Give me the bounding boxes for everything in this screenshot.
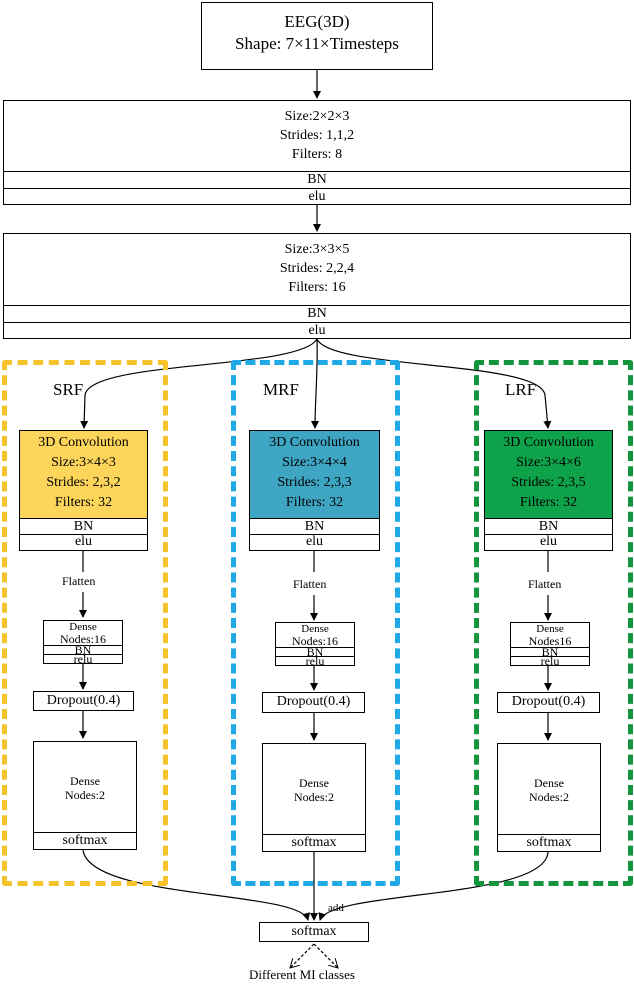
lrf-dense2-info: Dense Nodes:2 (498, 744, 600, 834)
conv2-elu: elu (4, 322, 630, 339)
mrf-dense1-bn: BN (276, 646, 354, 658)
lrf-conv-elu: elu (485, 534, 612, 550)
conv1-size: Size:2×2×3 (284, 109, 350, 124)
lrf-dense2-block: Dense Nodes:2 softmax (497, 743, 601, 852)
conv2-block: Size:3×3×5 Strides: 2,2,4 Filters: 16 BN… (3, 233, 631, 339)
lrf-label: LRF (505, 380, 537, 399)
srf-conv-title: 3D Convolution (38, 435, 129, 450)
srf-conv-block: 3D Convolution Size:3×4×3 Strides: 2,3,2… (19, 430, 148, 551)
lrf-conv-filters: Filters: 32 (519, 495, 578, 510)
lrf-dense1-info: Dense Nodes16 (511, 623, 589, 648)
conv2-filters: Filters: 16 (288, 280, 346, 295)
mrf-dense1-block: Dense Nodes:16 BN relu (275, 622, 355, 667)
lrf-dense2-title: Dense (534, 776, 564, 790)
conv1-elu: elu (4, 188, 630, 205)
srf-dense1-relu: relu (44, 653, 122, 665)
srf-dense1-bn: BN (44, 644, 122, 656)
srf-dense2-info: Dense Nodes:2 (34, 742, 136, 832)
conv1-strides: Strides: 1,1,2 (279, 128, 355, 143)
mrf-conv-params: 3D Convolution Size:3×4×4 Strides: 2,3,3… (250, 431, 379, 518)
srf-dense2-block: Dense Nodes:2 softmax (33, 741, 137, 850)
mrf-dropout-box: Dropout(0.4) (262, 692, 365, 713)
srf-conv-strides: Strides: 2,3,2 (46, 475, 121, 490)
mrf-dense2-softmax: softmax (263, 834, 365, 852)
conv1-block: Size:2×2×3 Strides: 1,1,2 Filters: 8 BN … (3, 100, 631, 205)
mrf-dense1-nodes: Nodes:16 (292, 634, 338, 648)
mrf-conv-title: 3D Convolution (269, 435, 360, 450)
arrow-output-left (290, 943, 315, 968)
lrf-dense2-nodes: Nodes:2 (529, 790, 569, 804)
lrf-dense1-relu: relu (511, 655, 589, 667)
srf-conv-params: 3D Convolution Size:3×4×3 Strides: 2,3,2… (20, 431, 147, 518)
mrf-dense2-nodes: Nodes:2 (294, 790, 334, 804)
conv1-params: Size:2×2×3 Strides: 1,1,2 Filters: 8 (4, 101, 630, 171)
mrf-conv-block: 3D Convolution Size:3×4×4 Strides: 2,3,3… (249, 430, 380, 551)
mrf-conv-strides: Strides: 2,3,3 (277, 475, 352, 490)
lrf-dense2-softmax: softmax (498, 834, 600, 852)
srf-conv-bn: BN (20, 518, 147, 534)
srf-dense1-info: Dense Nodes:16 (44, 621, 122, 646)
mrf-conv-size: Size:3×4×4 (282, 455, 347, 470)
srf-dense1-title: Dense (69, 621, 97, 633)
mrf-dense1-info: Dense Nodes:16 (276, 623, 354, 648)
lrf-conv-block: 3D Convolution Size:3×4×6 Strides: 2,3,5… (484, 430, 613, 551)
srf-dense2-title: Dense (70, 774, 100, 788)
output-classes-label: Different MI classes (249, 967, 355, 982)
mrf-dense1-title: Dense (301, 623, 329, 635)
srf-conv-size: Size:3×4×3 (51, 455, 116, 470)
srf-dense1-block: Dense Nodes:16 BN relu (43, 620, 123, 665)
input-title: EEG(3D) (284, 12, 350, 31)
mrf-dense2-title: Dense (299, 776, 329, 790)
lrf-dense1-bn: BN (511, 646, 589, 658)
srf-conv-filters: Filters: 32 (54, 495, 113, 510)
conv2-params: Size:3×3×5 Strides: 2,2,4 Filters: 16 (4, 234, 630, 305)
mrf-label: MRF (263, 380, 299, 399)
conv2-strides: Strides: 2,2,4 (279, 261, 355, 276)
mrf-conv-elu: elu (250, 534, 379, 550)
srf-dropout-box: Dropout(0.4) (33, 691, 134, 711)
lrf-dropout-box: Dropout(0.4) (497, 692, 600, 713)
input-box: EEG(3D) Shape: 7×11×Timesteps (201, 2, 433, 70)
mrf-branch (231, 360, 400, 886)
mrf-dense2-block: Dense Nodes:2 softmax (262, 743, 366, 852)
conv1-bn: BN (4, 171, 630, 188)
mrf-dense1-relu: relu (276, 655, 354, 667)
lrf-dense1-block: Dense Nodes16 BN relu (510, 622, 590, 667)
srf-dense2-nodes: Nodes:2 (65, 788, 105, 802)
input-shape: Shape: 7×11×Timesteps (235, 34, 399, 53)
lrf-dense1-title: Dense (536, 623, 564, 635)
conv2-bn: BN (4, 305, 630, 322)
lrf-conv-strides: Strides: 2,3,5 (511, 475, 586, 490)
lrf-conv-size: Size:3×4×6 (516, 455, 581, 470)
mrf-conv-bn: BN (250, 518, 379, 534)
srf-dense2-softmax: softmax (34, 832, 136, 850)
add-label: add (328, 902, 344, 914)
srf-branch (2, 360, 168, 886)
lrf-conv-params: 3D Convolution Size:3×4×6 Strides: 2,3,5… (485, 431, 612, 518)
arrow-output-right (313, 943, 338, 968)
lrf-dense1-nodes: Nodes16 (528, 634, 572, 648)
mrf-flatten-label: Flatten (293, 577, 327, 592)
srf-dense1-nodes: Nodes:16 (60, 632, 106, 646)
srf-flatten-label: Flatten (62, 574, 96, 589)
srf-conv-elu: elu (20, 534, 147, 550)
conv1-filters: Filters: 8 (291, 147, 343, 162)
lrf-conv-bn: BN (485, 518, 612, 534)
mrf-dense2-info: Dense Nodes:2 (263, 744, 365, 834)
lrf-conv-title: 3D Convolution (503, 435, 594, 450)
conv2-size: Size:3×3×5 (284, 242, 350, 257)
lrf-branch (474, 360, 633, 886)
lrf-flatten-label: Flatten (528, 577, 562, 592)
srf-label: SRF (53, 380, 84, 399)
final-softmax-box: softmax (259, 922, 369, 942)
mrf-conv-filters: Filters: 32 (285, 495, 344, 510)
